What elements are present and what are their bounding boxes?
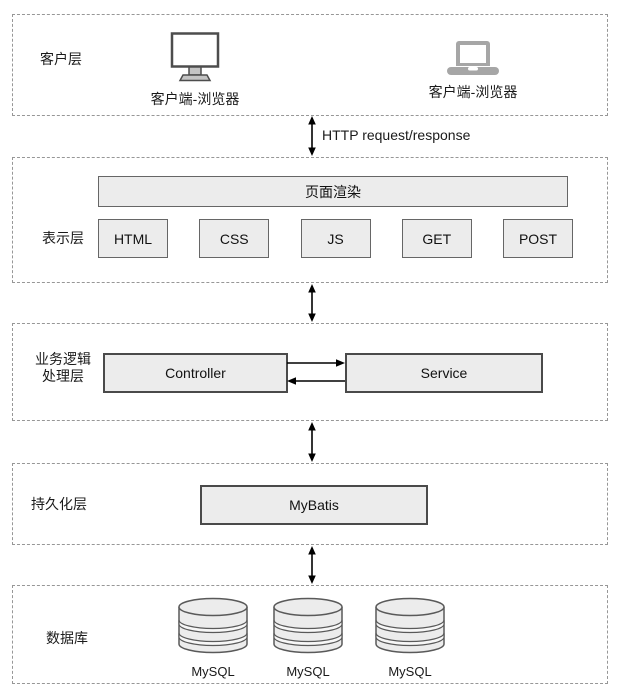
client-desktop-node: 客户端-浏览器 [125, 32, 265, 109]
client-laptop-node: 客户端-浏览器 [403, 39, 543, 102]
box-css: CSS [199, 219, 270, 258]
box-post: POST [503, 219, 573, 258]
mysql-label: MySQL [388, 664, 432, 679]
box-get: GET [401, 219, 472, 258]
mysql-node: MySQL [178, 597, 248, 679]
database-cylinder-icon [375, 597, 445, 654]
presentation-business-arrow-icon [308, 284, 316, 322]
layer-business-label-line2: 处理层 [42, 368, 84, 384]
service-box: Service [345, 353, 543, 393]
box-html: HTML [98, 219, 168, 258]
layer-persistence-label: 持久化层 [31, 496, 87, 512]
client-laptop-label: 客户端-浏览器 [428, 84, 518, 100]
presentation-box-row: HTML CSS JS GET POST [98, 219, 573, 258]
monitor-icon [170, 32, 220, 82]
layer-business-label: 业务逻辑 处理层 [23, 351, 103, 385]
layer-business: 业务逻辑 处理层 Controller Service [12, 323, 608, 421]
layer-client-label: 客户层 [40, 51, 82, 67]
mybatis-box: MyBatis [200, 485, 428, 525]
mysql-label: MySQL [191, 664, 235, 679]
client-desktop-label: 客户端-浏览器 [150, 91, 240, 107]
layer-presentation-label: 表示层 [42, 230, 84, 246]
http-connector-label: HTTP request/response [322, 127, 471, 143]
business-persistence-arrow-icon [308, 422, 316, 462]
box-js: JS [300, 219, 371, 258]
database-cylinder-icon [273, 597, 343, 654]
layer-presentation: 表示层 页面渲染 HTML CSS JS GET POST [12, 157, 608, 283]
mysql-node: MySQL [273, 597, 343, 679]
client-presentation-arrow-icon [308, 116, 316, 156]
persistence-database-arrow-icon [308, 546, 316, 584]
laptop-icon [447, 41, 499, 75]
mysql-node: MySQL [375, 597, 445, 679]
mysql-label: MySQL [286, 664, 330, 679]
controller-box: Controller [103, 353, 288, 393]
layer-database: 数据库 MySQL MySQL [12, 585, 608, 684]
page-render-box: 页面渲染 [98, 176, 568, 207]
layer-database-label: 数据库 [46, 630, 88, 646]
controller-service-arrows-icon [287, 359, 345, 385]
layer-persistence: 持久化层 MyBatis [12, 463, 608, 545]
layer-client: 客户层 客户端-浏览器 客户端-浏览器 [12, 14, 608, 116]
database-cylinder-icon [178, 597, 248, 654]
layer-business-label-line1: 业务逻辑 [35, 351, 91, 367]
